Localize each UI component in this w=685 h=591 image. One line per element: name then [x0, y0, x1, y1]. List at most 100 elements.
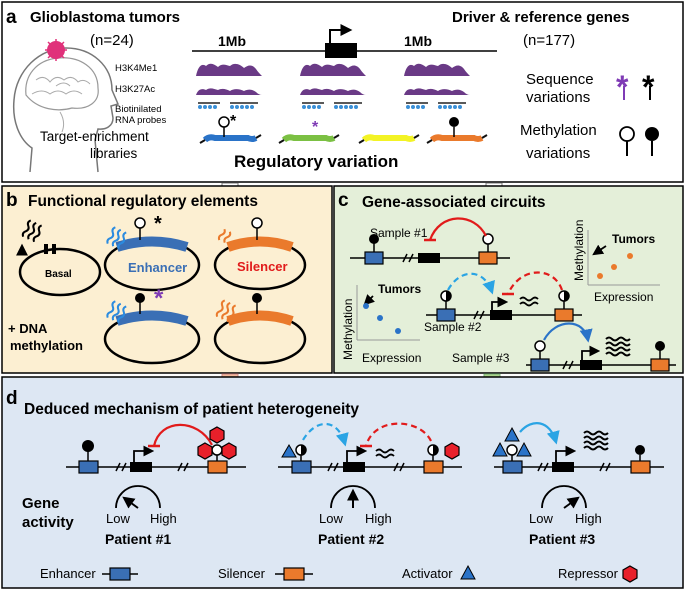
tumor-icon	[45, 39, 67, 61]
methylation-variations-label-1: Methylation	[520, 122, 597, 139]
panel-d-title: Deduced mechanism of patient heterogenei…	[24, 401, 359, 418]
enhancer-plasmid: * Enhancer	[103, 213, 201, 292]
plot-left-methylation-label: Methylation	[341, 299, 355, 360]
repressor-legend-icon	[622, 565, 638, 583]
silencer-plasmid: Silencer	[213, 217, 307, 291]
sequence-variations-label-1: Sequence	[526, 71, 594, 88]
track-label-h3k4me1: H3K4Me1	[115, 63, 157, 74]
patient-1-locus	[66, 423, 246, 474]
patient-3-label: Patient #3	[529, 531, 595, 547]
legend-repressor-label: Repressor	[558, 566, 619, 581]
patient-2-dial: Low High Patient #2	[318, 485, 392, 547]
panel-b: b Functional regulatory elements Basal *…	[1, 185, 333, 374]
gene-body	[325, 43, 357, 58]
silencer-label: Silencer	[237, 259, 288, 274]
genes-title: Driver & reference genes	[452, 9, 630, 26]
tss-arrow-icon	[329, 24, 353, 43]
methylation-variations-label-2: variations	[526, 145, 590, 162]
dna-methylation-label-2: methylation	[10, 338, 83, 353]
gene-activity-label-1: Gene	[22, 495, 60, 512]
panel-d: d Deduced mechanism of patient heterogen…	[1, 376, 684, 589]
genes-count: (n=177)	[523, 32, 575, 49]
scatter-plot-left: Tumors Methylation Expression	[341, 282, 421, 365]
patient-1-low-label: Low	[106, 511, 130, 526]
svg-text:*: *	[230, 113, 237, 130]
sequence-variations-label-2: variations	[526, 89, 590, 106]
track-label-probes-1: Biotinilated	[115, 104, 161, 115]
sequence-variation-icon: * *	[616, 69, 655, 105]
plot-left-expression-label: Expression	[362, 351, 421, 365]
panel-c-title: Gene-associated circuits	[362, 194, 546, 211]
legend-enhancer-label: Enhancer	[40, 566, 96, 581]
patient-1-high-label: High	[150, 511, 177, 526]
plot-right-tumors-label: Tumors	[612, 232, 655, 246]
svg-text:*: *	[154, 213, 162, 235]
legend-silencer-label: Silencer	[218, 566, 266, 581]
legend: Enhancer Silencer Activator Repressor	[40, 564, 638, 583]
panel-c-letter: c	[338, 190, 349, 211]
track-label-h3k27ac: H3K27Ac	[115, 84, 155, 95]
patient-3-high-label: High	[575, 511, 602, 526]
svg-text:*: *	[312, 119, 319, 136]
tumors-count: (n=24)	[90, 32, 134, 49]
activator-icon	[492, 426, 532, 457]
panel-c: c Gene-associated circuits Sample #1 Tum…	[333, 185, 684, 374]
library-fragments: * *	[199, 113, 488, 144]
scale-right: 1Mb	[404, 33, 432, 49]
patient-2-low-label: Low	[319, 511, 343, 526]
regulatory-variation-label: Regulatory variation	[234, 152, 398, 171]
methylation-variation-icon	[619, 126, 659, 156]
basal-plasmid: Basal	[16, 219, 102, 297]
sample-3-locus	[526, 322, 676, 372]
panel-d-frame	[1, 376, 684, 589]
gene-activity-label-2: activity	[22, 514, 74, 531]
libraries-label-1: Target-enrichment	[40, 129, 149, 144]
methylated-silencer-plasmid	[213, 293, 307, 365]
repressor-icon	[197, 426, 237, 460]
patient-1-dial-needle	[122, 496, 139, 509]
basal-label: Basal	[45, 269, 72, 280]
enhancer-label: Enhancer	[128, 260, 187, 275]
panel-b-letter: b	[6, 190, 18, 211]
svg-text:*: *	[616, 69, 629, 105]
panel-a: a Glioblastoma tumors (n=24) Driver & re…	[1, 1, 684, 183]
patient-3-low-label: Low	[529, 511, 553, 526]
track-label-probes-2: RNA probes	[115, 115, 166, 126]
patient-2-locus	[278, 422, 462, 474]
tumors-title: Glioblastoma tumors	[30, 9, 180, 26]
head-illustration-icon	[12, 39, 120, 173]
panel-c-frame	[333, 185, 684, 374]
dna-methylation-label-1: + DNA	[8, 321, 48, 336]
plot-left-tumors-label: Tumors	[378, 282, 421, 296]
silencer-legend-icon	[283, 567, 305, 581]
panel-b-frame	[1, 185, 333, 374]
panel-a-letter: a	[6, 7, 17, 28]
patient-2-label: Patient #2	[318, 531, 384, 547]
sample-3-label: Sample #3	[452, 351, 510, 365]
plot-right-expression-label: Expression	[594, 290, 653, 304]
svg-text:*: *	[154, 285, 164, 312]
methylated-enhancer-plasmid: *	[103, 285, 201, 365]
svg-text:*: *	[642, 69, 655, 105]
enhancer-legend-icon	[109, 567, 131, 581]
patient-1-label: Patient #1	[105, 531, 171, 547]
sample-2-locus	[426, 271, 582, 322]
scatter-plot-right: Tumors Methylation Expression	[572, 220, 660, 304]
sample-2-label: Sample #2	[424, 320, 482, 334]
sample-1-label: Sample #1	[370, 226, 428, 240]
patient-3-dial-needle	[563, 496, 580, 509]
patient-3-locus	[492, 422, 664, 474]
libraries-label-2: libraries	[90, 146, 138, 161]
patient-1-dial: Low High Patient #1	[105, 485, 177, 547]
gene-activity-dials: Low High Patient #1 Low High Patient #2 …	[105, 485, 602, 547]
scale-left: 1Mb	[218, 33, 246, 49]
legend-activator-label: Activator	[402, 566, 453, 581]
plot-right-methylation-label: Methylation	[572, 220, 586, 281]
panel-b-title: Functional regulatory elements	[28, 193, 258, 210]
sample-1-locus	[350, 217, 510, 265]
patient-2-high-label: High	[365, 511, 392, 526]
patient-3-dial: Low High Patient #3	[529, 485, 602, 547]
activator-legend-icon	[460, 564, 476, 580]
panel-d-letter: d	[6, 388, 18, 409]
